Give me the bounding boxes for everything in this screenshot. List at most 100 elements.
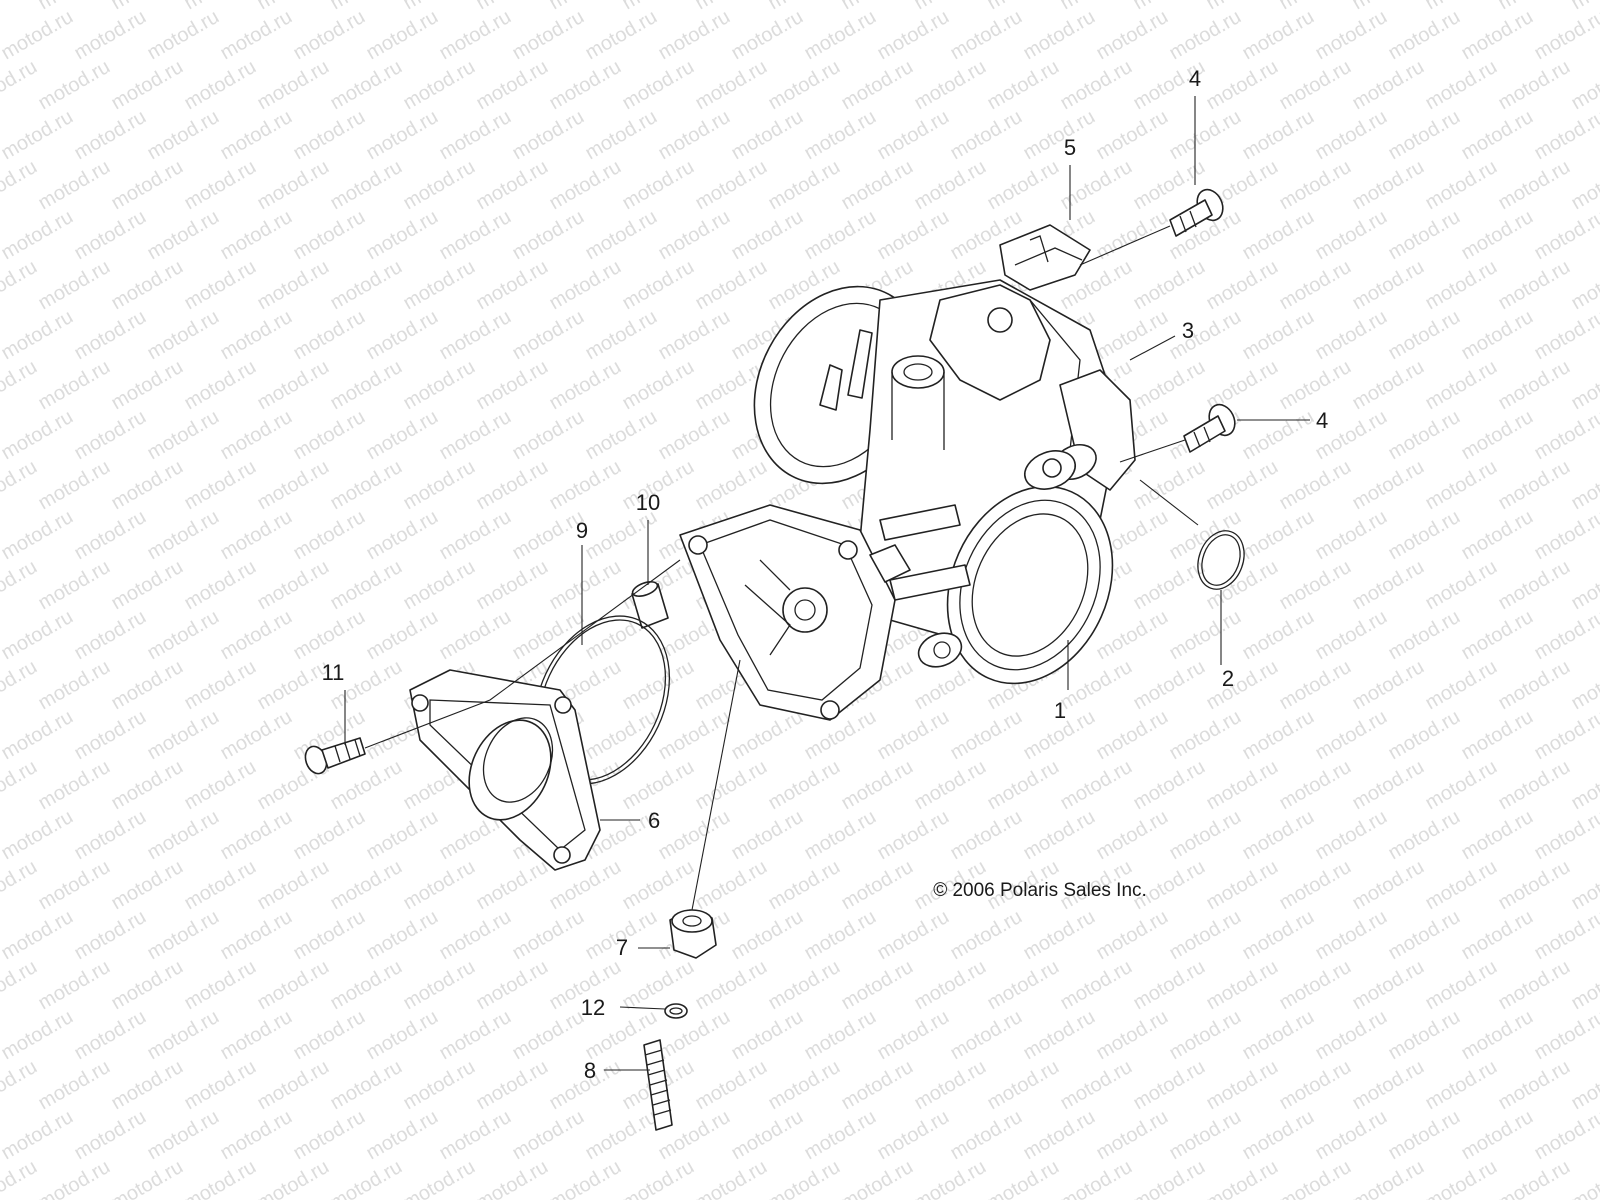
watermark-text: motod.ru xyxy=(1239,406,1318,465)
watermark-text: motod.ru xyxy=(436,206,515,265)
watermark-text: motod.ru xyxy=(71,806,150,865)
watermark-text: motod.ru xyxy=(984,756,1063,815)
watermark-text: motod.ru xyxy=(1495,56,1574,115)
watermark-text: motod.ru xyxy=(765,56,844,115)
watermark-text: motod.ru xyxy=(1203,856,1282,915)
watermark-text: motod.ru xyxy=(473,856,552,915)
watermark-text: motod.ru xyxy=(874,806,953,865)
watermark-text: motod.ru xyxy=(1531,906,1600,965)
watermark-text: motod.ru xyxy=(1093,906,1172,965)
watermark-text: motod.ru xyxy=(1312,106,1391,165)
watermark-text: motod.ru xyxy=(1312,1006,1391,1065)
watermark-text: motod.ru xyxy=(217,306,296,365)
watermark-text: motod.ru xyxy=(1568,356,1600,415)
watermark-text: motod.ru xyxy=(108,756,187,815)
watermark-text: motod.ru xyxy=(692,756,771,815)
watermark-text: motod.ru xyxy=(71,506,150,565)
watermark-text: motod.ru xyxy=(71,406,150,465)
watermark-text: motod.ru xyxy=(217,806,296,865)
nut-part-7 xyxy=(669,909,717,959)
watermark-text: motod.ru xyxy=(728,1006,807,1065)
watermark-text: motod.ru xyxy=(1020,6,1099,65)
watermark-text: motod.ru xyxy=(1239,806,1318,865)
watermark-text: motod.ru xyxy=(655,206,734,265)
watermark-text: motod.ru xyxy=(400,1156,479,1200)
screw-part-4-upper xyxy=(1169,188,1224,237)
watermark-text: motod.ru xyxy=(436,906,515,965)
watermark-text: motod.ru xyxy=(838,56,917,115)
watermark-text: motod.ru xyxy=(217,406,296,465)
watermark-text: motod.ru xyxy=(290,6,369,65)
watermark-text: motod.ru xyxy=(217,1006,296,1065)
watermark-text: motod.ru xyxy=(692,1056,771,1115)
watermark-text: motod.ru xyxy=(1312,206,1391,265)
watermark-text: motod.ru xyxy=(254,556,333,615)
watermark-text: motod.ru xyxy=(801,106,880,165)
watermark-text: motod.ru xyxy=(363,1106,442,1165)
watermark-text: motod.ru xyxy=(1422,456,1501,515)
watermark-text: motod.ru xyxy=(801,806,880,865)
watermark-text: motod.ru xyxy=(1166,806,1245,865)
watermark-text: motod.ru xyxy=(911,0,990,14)
watermark-text: motod.ru xyxy=(509,106,588,165)
watermark-text: motod.ru xyxy=(217,206,296,265)
watermark-text: motod.ru xyxy=(874,206,953,265)
watermark-text: motod.ru xyxy=(436,6,515,65)
watermark-text: motod.ru xyxy=(181,656,260,715)
watermark-text: motod.ru xyxy=(1166,1006,1245,1065)
callout-3: 3 xyxy=(1182,318,1194,343)
watermark-text: motod.ru xyxy=(0,306,77,365)
watermark-text: motod.ru xyxy=(1385,106,1464,165)
watermark-text: motod.ru xyxy=(1166,606,1245,665)
watermark-text: motod.ru xyxy=(181,0,260,14)
watermark-text: motod.ru xyxy=(874,1106,953,1165)
watermark-text: motod.ru xyxy=(71,1106,150,1165)
watermark-text: motod.ru xyxy=(1130,456,1209,515)
watermark-text: motod.ru xyxy=(144,606,223,665)
watermark-text: motod.ru xyxy=(35,56,114,115)
watermark-text: motod.ru xyxy=(1203,56,1282,115)
watermark-text: motod.ru xyxy=(1130,656,1209,715)
watermark-text: motod.ru xyxy=(108,456,187,515)
watermark-text: motod.ru xyxy=(363,206,442,265)
watermark-text: motod.ru xyxy=(1568,456,1600,515)
watermark-text: motod.ru xyxy=(582,406,661,465)
watermark-text: motod.ru xyxy=(217,6,296,65)
watermark-text: motod.ru xyxy=(254,0,333,14)
watermark-text: motod.ru xyxy=(35,256,114,315)
watermark-text: motod.ru xyxy=(290,606,369,665)
watermark-text: motod.ru xyxy=(290,506,369,565)
watermark-text: motod.ru xyxy=(692,856,771,915)
watermark-text: motod.ru xyxy=(1349,256,1428,315)
watermark-text: motod.ru xyxy=(1020,1106,1099,1165)
watermark-text: motod.ru xyxy=(1020,906,1099,965)
watermark-text: motod.ru xyxy=(436,306,515,365)
watermark-text: motod.ru xyxy=(874,706,953,765)
callout-2: 2 xyxy=(1222,666,1234,691)
watermark-text: motod.ru xyxy=(1495,0,1574,14)
o-ring-part-2 xyxy=(1197,530,1245,590)
watermark-text: motod.ru xyxy=(1093,106,1172,165)
watermark-text: motod.ru xyxy=(1057,0,1136,14)
watermark-text: motod.ru xyxy=(436,106,515,165)
watermark-text: motod.ru xyxy=(947,6,1026,65)
watermark-text: motod.ru xyxy=(1458,806,1537,865)
watermark-text: motod.ru xyxy=(108,256,187,315)
watermark-text: motod.ru xyxy=(801,206,880,265)
watermark-text: motod.ru xyxy=(108,56,187,115)
watermark-text: motod.ru xyxy=(1422,856,1501,915)
watermark-text: motod.ru xyxy=(1276,556,1355,615)
watermark-text: motod.ru xyxy=(619,656,698,715)
watermark-text: motod.ru xyxy=(1422,56,1501,115)
watermark-text: motod.ru xyxy=(1458,6,1537,65)
watermark-text: motod.ru xyxy=(1458,206,1537,265)
watermark-text: motod.ru xyxy=(765,1056,844,1115)
watermark-text: motod.ru xyxy=(254,456,333,515)
watermark-text: motod.ru xyxy=(217,106,296,165)
watermark-text: motod.ru xyxy=(1531,1106,1600,1165)
watermark-text: motod.ru xyxy=(728,1106,807,1165)
watermark-text: motod.ru xyxy=(1422,956,1501,1015)
callout-7: 7 xyxy=(616,935,628,960)
watermark-text: motod.ru xyxy=(254,956,333,1015)
watermark-text: motod.ru xyxy=(35,556,114,615)
